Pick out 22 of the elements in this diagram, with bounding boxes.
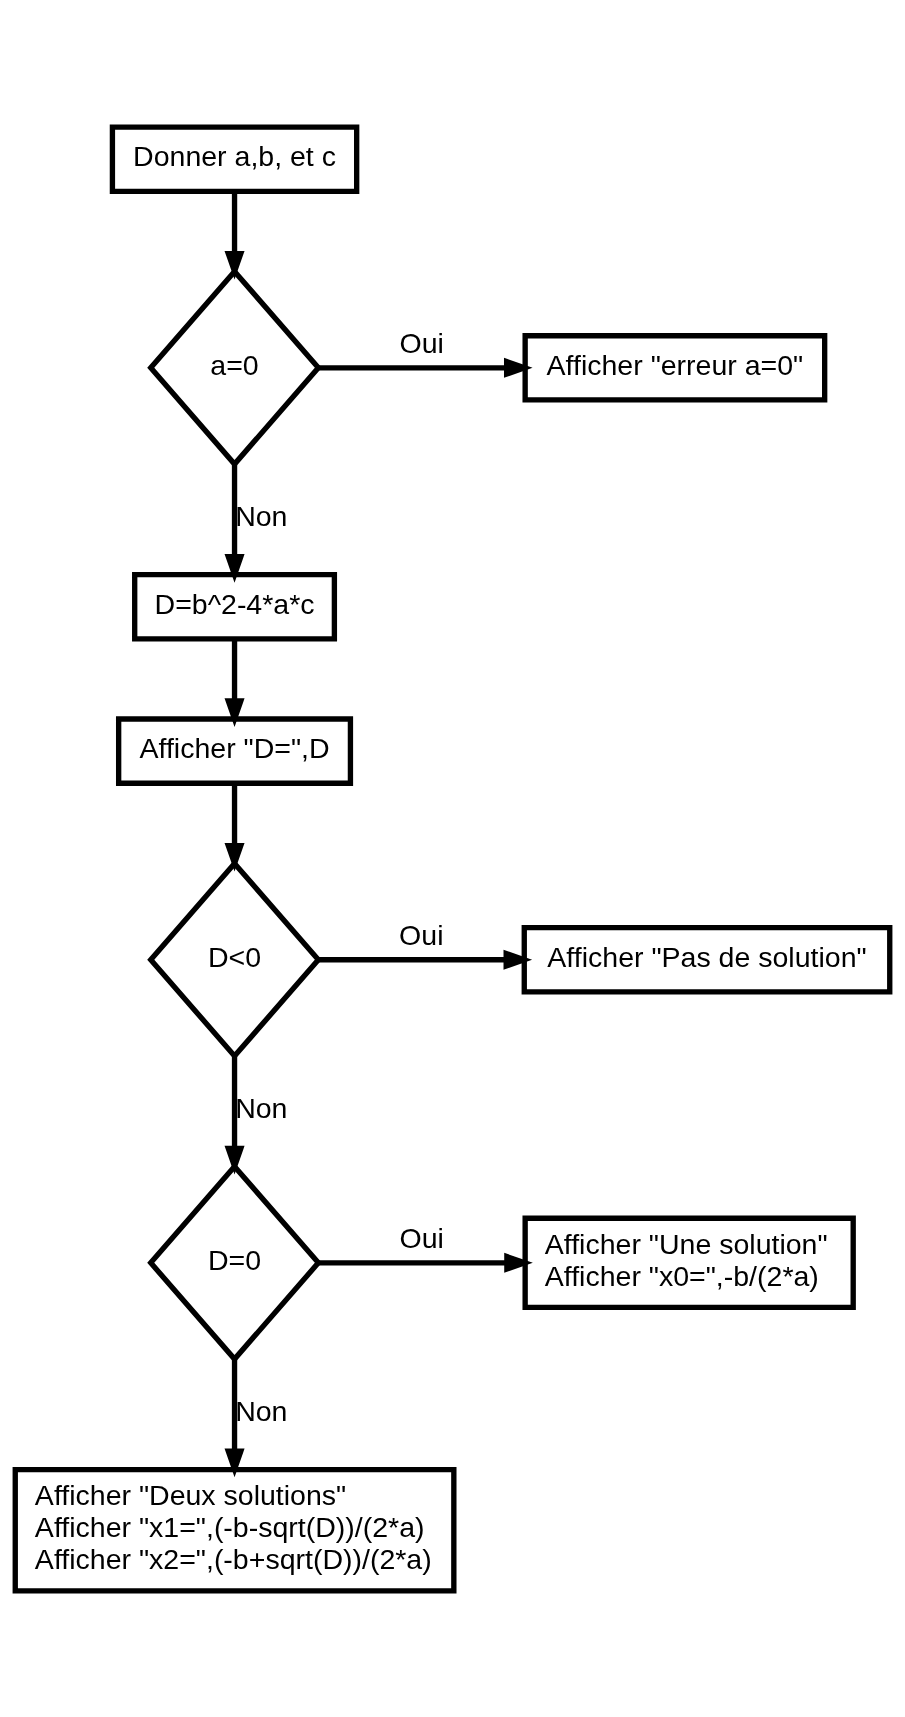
arrow: [224, 464, 245, 583]
node-box: Afficher "Deux solutions" Afficher "x1=",(-b-sqrt(D))/(2*a) Afficher "x2=",(-b+sqrt(D))/(2*a): [12, 1466, 457, 1594]
edge-label: Non: [235, 499, 288, 532]
edge-label: Oui: [399, 326, 444, 359]
edge-label: Oui: [399, 918, 444, 951]
arrow: [224, 638, 245, 727]
node-box: D=b^2-4*a*c: [132, 571, 338, 641]
node-box: Afficher "D=",D: [116, 715, 354, 786]
node-box: Afficher "erreur a=0": [522, 332, 828, 403]
arrow: [318, 1252, 533, 1273]
arrow: [224, 1358, 245, 1477]
edge-label: Non: [235, 1394, 288, 1427]
arrow: [318, 357, 533, 378]
arrow: [224, 191, 245, 280]
arrow: [224, 783, 245, 871]
arrow: [318, 949, 533, 970]
node-box: Afficher "Une solution" Afficher "x0=",-b/(2*a): [522, 1215, 856, 1310]
edge-label: Oui: [399, 1221, 444, 1254]
edge-label: Non: [235, 1091, 288, 1124]
node-box: Afficher "Pas de solution": [521, 924, 893, 994]
arrow: [224, 1055, 245, 1174]
node-box: Donner a,b, et c: [109, 123, 360, 194]
